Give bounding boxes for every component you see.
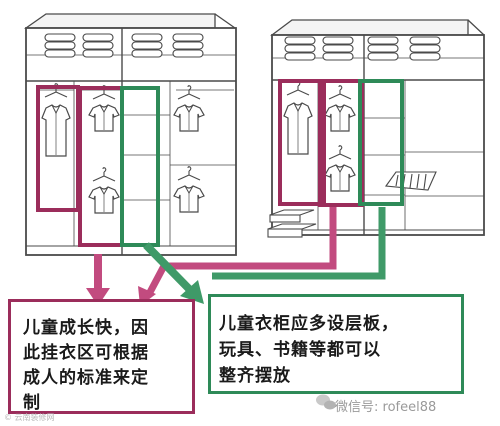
stacked-towel-icon [131, 33, 163, 58]
wechat-icon [316, 394, 336, 410]
hanging-area-highlight [278, 79, 326, 206]
arrow-shelf-to-note [143, 207, 386, 304]
drawer-icon [267, 209, 317, 238]
stacked-towel-icon [367, 36, 399, 61]
stacked-towel-icon [322, 36, 354, 61]
wechat-watermark: 微信号: rofeel88 [335, 400, 437, 415]
stacked-towel-icon [409, 36, 441, 61]
hanging-area-note: 儿童成长快，因 此挂衣区可根据 成人的标准来定 制 [8, 299, 195, 414]
shelf-area-note: 儿童衣柜应多设层板， 玩具、书籍等都可以 整齐摆放 [208, 294, 464, 394]
shelf-area-highlight [358, 79, 404, 206]
arrow-left-to-note [86, 254, 110, 306]
stacked-towel-icon [44, 33, 76, 58]
toy-tray-icon [384, 171, 437, 191]
stacked-towel-icon [82, 33, 114, 58]
shelf-area-highlight [120, 86, 160, 247]
source-watermark: © 云南装修网 [4, 413, 55, 422]
stacked-towel-icon [284, 36, 316, 61]
stacked-towel-icon [172, 33, 204, 58]
